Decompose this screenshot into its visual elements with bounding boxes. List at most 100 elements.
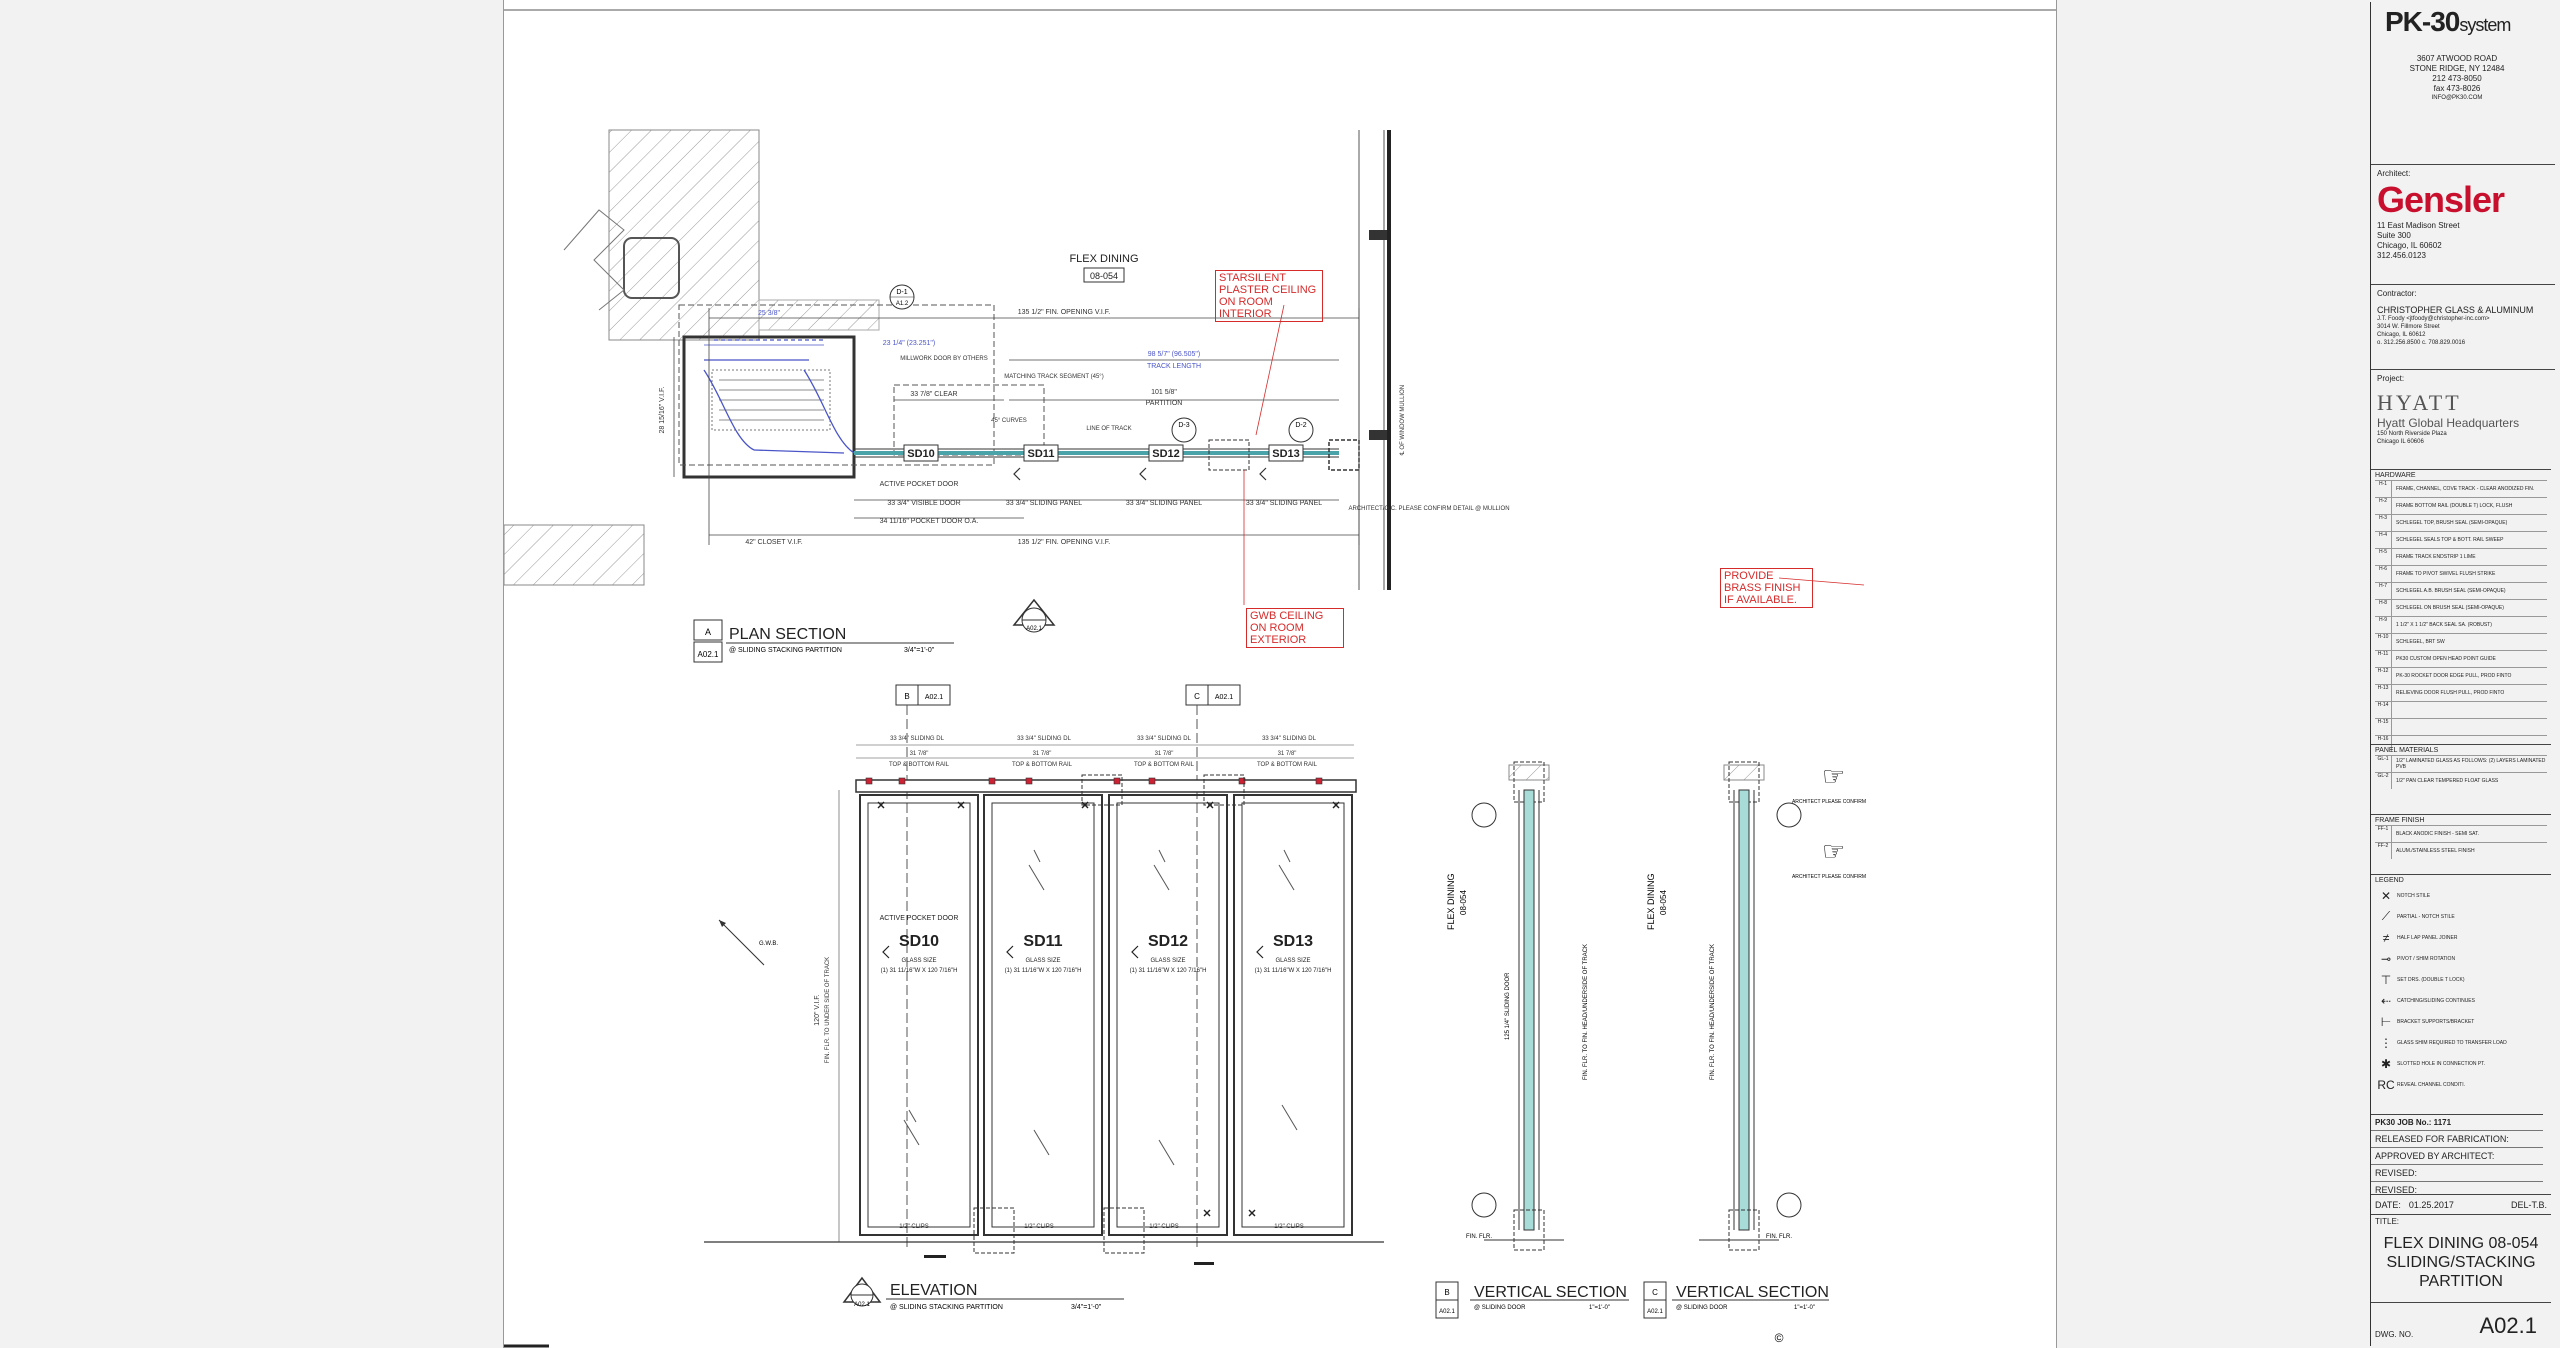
svg-text:A02.1: A02.1 [1026, 626, 1042, 632]
hardware-row-value: FRAME, CHANNEL, COVE TRACK - CLEAR ANODI… [2396, 486, 2535, 492]
project-name: Hyatt Global Headquarters [2377, 416, 2520, 430]
elev-top-rail-1: TOP & BOTTOM RAIL [889, 762, 950, 768]
elev-dim-sliding-4: 33 3/4" SLIDING DL [1262, 736, 1316, 742]
dim-25-3-8: 25 3/8" [758, 310, 780, 317]
elev-top-rail-4: TOP & BOTTOM RAIL [1257, 762, 1318, 768]
hardware-row-key: H-13 [2375, 685, 2392, 701]
elev-glass-label: GLASS SIZE [1275, 958, 1310, 964]
elev-title: ELEVATION [890, 1282, 977, 1299]
vs-b-room: FLEX DINING [1446, 873, 1456, 930]
notch-half-icon: ⟋ [2381, 909, 2391, 923]
tb-architect-section: Architect: Gensler 11 East Madison Stree… [2371, 164, 2555, 293]
tb-dwg-section: DWG. NO. A02.1 [2371, 1302, 2551, 1345]
tb-title-section: TITLE: FLEX DINING 08-054 SLIDING/STACKI… [2371, 1214, 2551, 1315]
pocket-enclosure [682, 335, 856, 479]
slide-direction-arrow [1131, 945, 1139, 959]
label-matching-track: MATCHING TRACK SEGMENT (45°) [1004, 374, 1103, 380]
partition-label: PARTITION [1146, 400, 1183, 407]
hardware-row-value: 1 1/2" X 1 1/2" BACK SEAL SA. (ROBUST) [2396, 622, 2492, 628]
elev-glass-size: (1) 31 11/16"W X 120 7/16"H [1005, 968, 1082, 974]
hardware-label: HARDWARE [2375, 472, 2416, 479]
elev-dim-ffl: FIN. FLR. TO UNDER SIDE OF TRACK [825, 957, 831, 1063]
legend-list: ✕NOTCH STILE⟋PARTIAL - NOTCH STILE≠HALF … [2375, 885, 2547, 1095]
elev-clips-1: 1/2" CLIPS [899, 1224, 928, 1230]
plan-room-number: 08-054 [1090, 271, 1118, 281]
callout-d3-label: D-3 [1178, 422, 1189, 429]
architect-label: Architect: [2377, 169, 2411, 178]
legend-row: ⊸PIVOT / SHIM ROTATION [2375, 948, 2547, 969]
dwg-label: DWG. NO. [2375, 1330, 2414, 1339]
tee-icon: ⊤ [2380, 972, 2392, 987]
legend-text: REVEAL CHANNEL CONDITI. [2397, 1081, 2465, 1088]
vertical-sections: FLEX DINING 08-054 125 1/4" SLIDING DOOR… [1435, 761, 1866, 1319]
hardware-list: H-1 FRAME, CHANNEL, COVE TRACK - CLEAR AN… [2375, 480, 2547, 752]
legend-row: ≠HALF LAP PANEL JOINER [2375, 927, 2547, 948]
elev-clips-3: 1/2" CLIPS [1149, 1224, 1178, 1230]
elev-glass-label: GLASS SIZE [901, 958, 936, 964]
revised-field-1: REVISED: [2371, 1164, 2543, 1181]
vs-c-letter: C [1652, 1288, 1658, 1297]
dim-sliding-panel-3: 33 3/4" SLIDING PANEL [1246, 500, 1322, 507]
elev-top-rail-3: TOP & BOTTOM RAIL [1134, 762, 1195, 768]
hardware-row-key: H-2 [2375, 498, 2392, 514]
tb-date-section: DATE: 01.25.2017 DEL-T.B. [2371, 1194, 2551, 1215]
gensler-logo: Gensler [2377, 179, 2505, 220]
elev-panel-sd13 [1233, 794, 1353, 1236]
title-block: PK-30system 3607 ATWOOD ROAD STONE RIDGE… [2370, 2, 2555, 1346]
hardware-row-key: H-12 [2375, 668, 2392, 684]
vs-b-title: VERTICAL SECTION [1474, 1284, 1627, 1301]
stacked-panels [711, 369, 831, 431]
elev-door-tag: SD11 [1023, 933, 1062, 950]
elev-clips-4: 1/2" CLIPS [1274, 1224, 1303, 1230]
revised-field-2: REVISED: [2371, 1181, 2543, 1198]
legend-row: ⇠CATCHING/SLIDING CONTINUES [2375, 990, 2547, 1011]
hardware-row-value: FRAME BOTTOM RAIL (DOUBLE T) LOCK, FLUSH [2396, 503, 2513, 509]
elev-dim-sliding-3: 33 3/4" SLIDING DL [1137, 736, 1191, 742]
elev-panel-sd12 [1108, 794, 1228, 1236]
pk30-logo: PK-30system [2385, 6, 2511, 37]
dwg-number: A02.1 [2479, 1313, 2538, 1338]
slide-direction-arrow [1256, 945, 1264, 959]
label-millwork: MILLWORK DOOR BY OTHERS [900, 356, 987, 362]
finish-label: FRAME FINISH [2375, 817, 2425, 824]
elev-door-tag: SD10 [899, 933, 939, 950]
confirm-hand-icon: ☞ [1822, 761, 1845, 791]
hardware-row: H-1 FRAME, CHANNEL, COVE TRACK - CLEAR AN… [2375, 480, 2547, 497]
legend-text: CATCHING/SLIDING CONTINUES [2397, 997, 2475, 1004]
hardware-row-value: PK30 CUSTOM OPEN HEAD POINT GUIDE [2396, 656, 2496, 662]
dim-pocket-door: 34 11/16" POCKET DOOR O.A. [880, 518, 979, 525]
elev-title-sub: @ SLIDING STACKING PARTITION [890, 1304, 1003, 1311]
hardware-row-value: FRAME TO PIVOT SWIVEL FLUSH STRIKE [2396, 571, 2496, 577]
elevation: B A02.1 C A02.1 33 3/4" SLIDING DL 33 3/… [704, 684, 1384, 1311]
wall-hatch-top [608, 129, 760, 341]
hardware-row-key: H-7 [2375, 583, 2392, 599]
plan-section: SD10 SD11 SD12 SD13 [504, 129, 1865, 663]
elev-clips-2: 1/2" CLIPS [1024, 1224, 1053, 1230]
dim-visible-door: 33 3/4" VISIBLE DOOR [887, 500, 960, 507]
track-curves [703, 339, 855, 454]
legend-text: SLOTTED HOLE IN CONNECTION PT. [2397, 1060, 2486, 1067]
tb-contractor-section: Contractor: CHRISTOPHER GLASS & ALUMINUM… [2371, 284, 2555, 378]
date-label: DATE: [2375, 1200, 2401, 1210]
panel-row-key: GL-1 [2375, 756, 2392, 772]
hardware-row-key: H-1 [2375, 481, 2392, 497]
panel-row-value: 1/2" PAN CLEAR TEMPERED FLOAT GLASS [2396, 778, 2499, 784]
slide-direction-arrow [882, 945, 890, 959]
plan-title-letter: A [705, 627, 711, 637]
dim-sliding-panel-2: 33 3/4" SLIDING PANEL [1126, 500, 1202, 507]
drawing-canvas: SD10 SD11 SD12 SD13 [504, 9, 2056, 1348]
plan-tag-sd13: SD13 [1272, 448, 1300, 460]
elev-top-rail-2: TOP & BOTTOM RAIL [1012, 762, 1073, 768]
elev-head-track [855, 779, 1357, 793]
